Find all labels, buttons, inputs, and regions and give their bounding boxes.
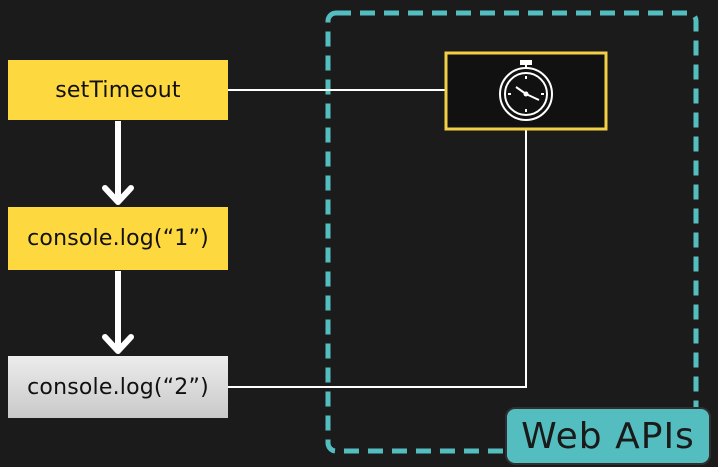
stopwatch-icon [499,60,553,121]
settimeout-node: setTimeout [8,60,228,120]
flow-arrow-2 [102,271,134,354]
webapis-label: Web APIs [505,407,711,465]
flow-arrow-1 [102,121,134,205]
console-log-2-node: console.log(“2”) [8,356,228,418]
timer-to-log2-connector [228,129,527,388]
console-log-1-node: console.log(“1”) [8,207,228,270]
